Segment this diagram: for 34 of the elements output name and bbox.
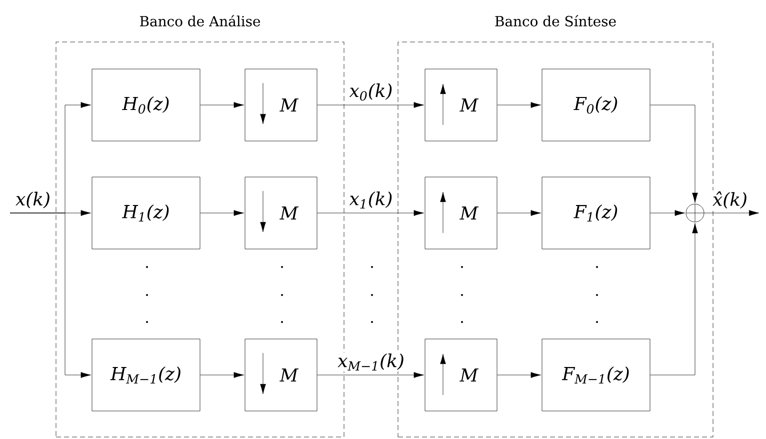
- filter-box: F$_{M−1}$(z): [542, 338, 650, 412]
- filter-box: H$_{1}$(z): [92, 176, 200, 250]
- edge-label: x$_{1}$(k): [348, 190, 394, 210]
- summing-junction: [686, 204, 704, 222]
- arrow: [650, 104, 698, 203]
- arrow: [10, 212, 91, 378]
- upsampler-box: M: [424, 68, 498, 142]
- node-label: Banco de Análise: [140, 15, 260, 26]
- filter-box: F$_{1}$(z): [542, 176, 650, 250]
- arrow: [317, 102, 424, 108]
- downsampler-box: M: [244, 68, 318, 142]
- upsampler-box: M: [424, 338, 498, 412]
- upsampler-box: M: [424, 176, 498, 250]
- arrow: [497, 102, 541, 108]
- downsampler-box: M: [244, 338, 318, 412]
- filter-box: H$_{0}$(z): [92, 68, 200, 142]
- edge-label: x(k): [14, 190, 52, 210]
- arrow: [317, 210, 424, 216]
- arrow: [200, 102, 244, 108]
- edge-label: x$_{0}$(k): [348, 82, 394, 102]
- arrow: [497, 372, 541, 378]
- node-label: Banco de Síntese: [495, 15, 616, 26]
- edge-label: x$_{M−1}$(k): [336, 352, 406, 372]
- arrow: [317, 372, 424, 378]
- arrow: [200, 372, 244, 378]
- filter-box: F$_{0}$(z): [542, 68, 650, 142]
- filter-box: H$_{M−1}$(z): [92, 338, 200, 412]
- arrow: [497, 210, 541, 216]
- downsampler-box: M: [244, 176, 318, 250]
- edge-label: x̂(k): [712, 190, 748, 210]
- arrow: [704, 210, 760, 216]
- arrow: [650, 210, 685, 216]
- arrow: [200, 210, 244, 216]
- arrow: [650, 223, 698, 376]
